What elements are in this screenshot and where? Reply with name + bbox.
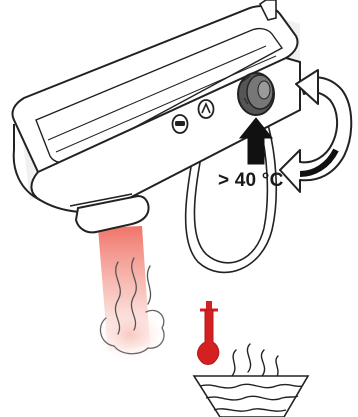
hot-water-glow	[96, 226, 164, 361]
temperature-knob-icon	[238, 73, 274, 115]
thermometer-icon	[198, 301, 219, 365]
temperature-limit-label: > 40 °C	[218, 170, 284, 192]
button-icon	[173, 115, 188, 133]
button-icon	[199, 100, 214, 118]
